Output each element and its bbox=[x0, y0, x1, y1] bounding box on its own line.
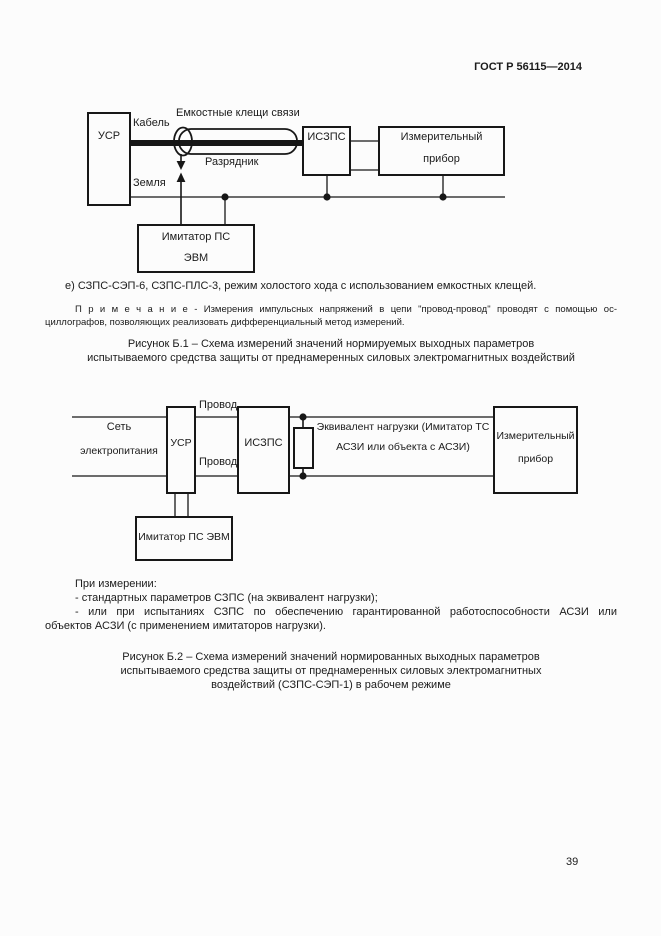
junction-dot bbox=[299, 413, 307, 421]
coupling-clamp-shape bbox=[178, 128, 298, 155]
junction-dot bbox=[439, 193, 447, 201]
clamp-label: Емкостные клещи связи bbox=[176, 107, 300, 119]
mains-label-line1: Сеть bbox=[106, 421, 132, 433]
arrester-up-arrow bbox=[176, 172, 186, 182]
meter-label-line1-b1: Измерительный bbox=[400, 131, 483, 143]
figure-b2-caption-line3: воздействий (СЗПС-СЭП-1) в рабочем режим… bbox=[211, 679, 451, 691]
usr-label-b1: УСР bbox=[97, 130, 121, 142]
load-label-line2: АСЗИ или объекта с АСЗИ) bbox=[336, 441, 470, 453]
junction-dot bbox=[323, 193, 331, 201]
note-line-2: циллографов, позволяющих реализовать диф… bbox=[45, 317, 405, 328]
meter-label-line1-b2: Измерительный bbox=[496, 430, 575, 442]
iszps-box-b2 bbox=[237, 406, 290, 494]
load-equivalent-symbol bbox=[293, 427, 314, 469]
measure-item-2-line2: объектов АСЗИ (с применением имитаторов … bbox=[45, 620, 326, 632]
figure-b2-caption-line1: Рисунок Б.2 – Схема измерений значений н… bbox=[122, 651, 540, 663]
imitator-label-b2: Имитатор ПС ЭВМ bbox=[138, 531, 230, 543]
figure-b2-caption-line2: испытываемого средства защиты от преднам… bbox=[120, 665, 542, 677]
usr-box-b2 bbox=[166, 406, 196, 494]
imitator-label-line2-b1: ЭВМ bbox=[183, 252, 209, 264]
iszps-label-b1: ИСЗПС bbox=[307, 131, 346, 143]
meter-label-line2-b2: прибор bbox=[517, 453, 554, 465]
doc-number: ГОСТ Р 56115—2014 bbox=[474, 61, 582, 73]
junction-dot bbox=[299, 472, 307, 480]
note-line-1: П р и м е ч а н и е - Измерения импульсн… bbox=[75, 304, 617, 315]
measure-item-2-line1: - или при испытаниях СЗПС по обеспечению… bbox=[75, 606, 617, 618]
measure-intro: При измерении: bbox=[75, 578, 157, 590]
wire-label-top: Провод bbox=[199, 399, 238, 411]
figure-b2-schematic bbox=[72, 413, 493, 516]
figure-b1-schematic bbox=[131, 126, 505, 224]
usr-label-b2: УСР bbox=[170, 437, 192, 449]
imitator-box-b1 bbox=[137, 224, 255, 273]
arrester-down-arrow bbox=[176, 161, 186, 170]
figure-b1-caption-line1: Рисунок Б.1 – Схема измерений значений н… bbox=[127, 338, 535, 350]
page-number: 39 bbox=[566, 856, 579, 868]
load-label-line1: Эквивалент нагрузки (Имитатор ТС bbox=[316, 421, 490, 433]
imitator-box-b2 bbox=[135, 516, 233, 561]
imitator-label-line1-b1: Имитатор ПС bbox=[161, 231, 231, 243]
coupling-clamp-ellipse bbox=[173, 126, 193, 157]
ground-label: Земля bbox=[133, 177, 166, 189]
junction-dot bbox=[221, 193, 229, 201]
figure-b1-caption-line2: испытываемого средства защиты от преднам… bbox=[87, 352, 575, 364]
meter-box-b1 bbox=[378, 126, 505, 176]
iszps-label-b2: ИСЗПС bbox=[244, 437, 283, 449]
item-e-text: е) СЗПС-СЭП-6, СЗПС-ПЛС-3, режим холосто… bbox=[65, 280, 537, 292]
wire-label-bottom: Провод bbox=[199, 456, 238, 468]
arrester-label: Разрядник bbox=[205, 156, 259, 168]
meter-label-line2-b1: прибор bbox=[423, 153, 460, 165]
cable-label: Кабель bbox=[133, 117, 170, 129]
measure-item-1: - стандартных параметров СЗПС (на эквива… bbox=[75, 592, 378, 604]
mains-label-line2: электропитания bbox=[80, 445, 158, 457]
meter-box-b2 bbox=[493, 406, 578, 494]
iszps-box-b1 bbox=[302, 126, 351, 176]
usr-box-b1 bbox=[87, 112, 131, 206]
